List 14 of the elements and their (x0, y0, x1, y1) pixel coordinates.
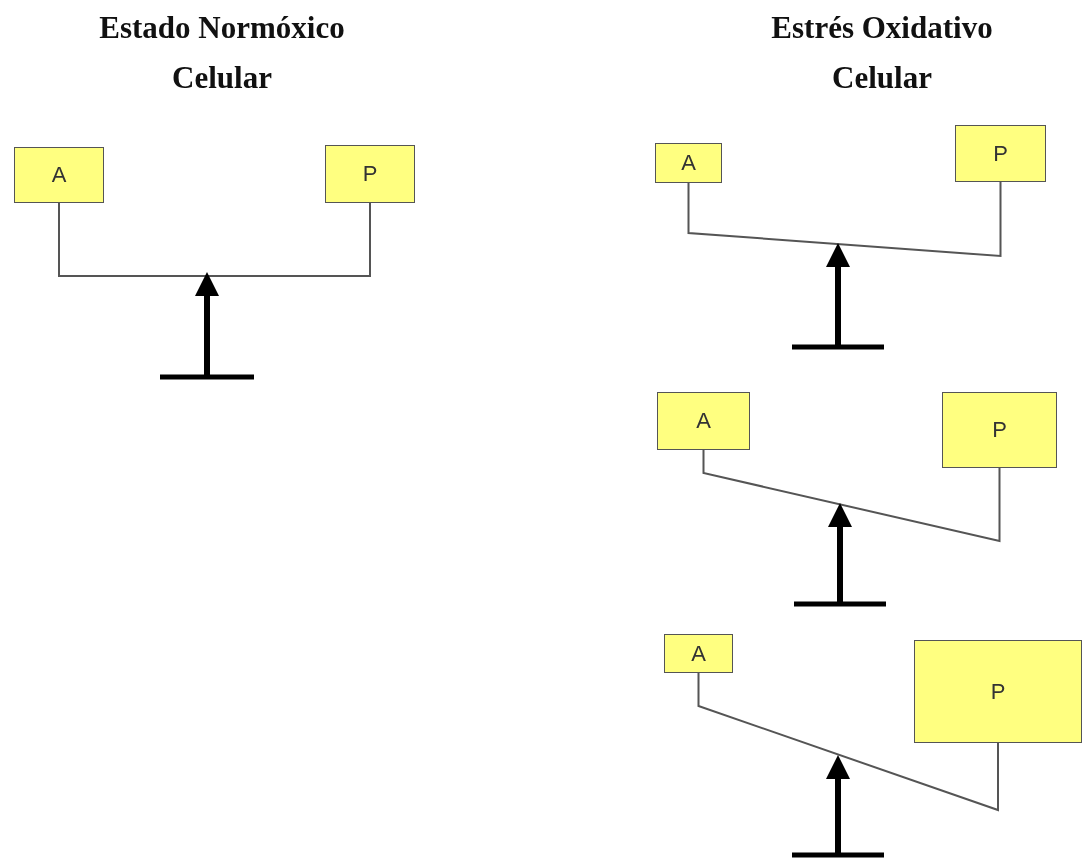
label-box: A (14, 147, 104, 203)
label-box: P (325, 145, 415, 203)
label-box: A (664, 634, 733, 673)
balance-beam (58, 202, 371, 277)
label-box: A (657, 392, 750, 450)
label-box: P (942, 392, 1057, 468)
heading: Estado Normóxico Celular (98, 9, 346, 97)
balance-beam (697, 672, 999, 812)
label-box: A (655, 143, 722, 183)
heading: Estrés Oxidativo Celular (770, 9, 994, 97)
balance-beam (702, 449, 1001, 543)
label-box: P (955, 125, 1046, 182)
balance-beam (687, 181, 1002, 258)
label-box: P (914, 640, 1082, 743)
